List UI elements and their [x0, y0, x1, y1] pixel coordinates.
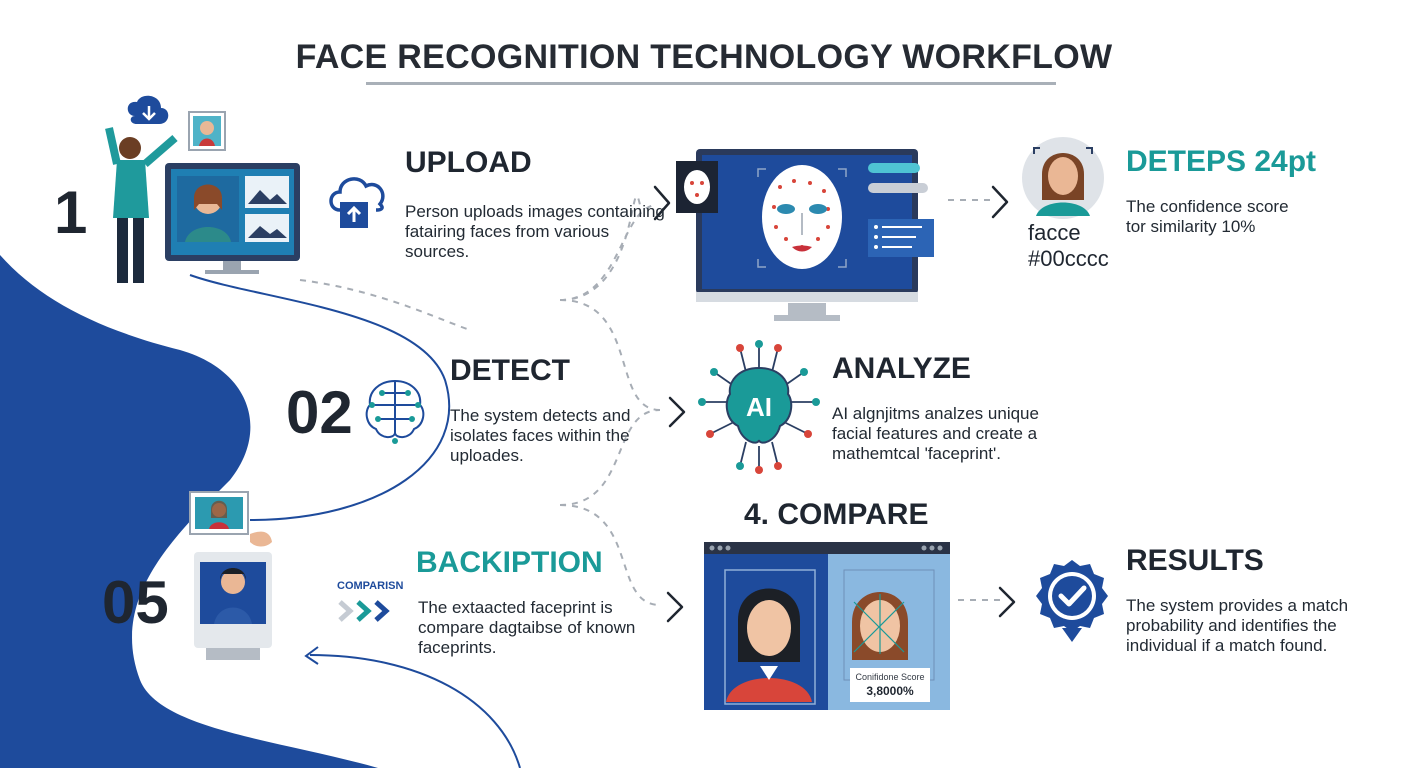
step-5-number: 05: [102, 569, 169, 636]
face-label-line-1: facce: [1028, 220, 1081, 245]
detect-desc-line-3: uploades.: [450, 446, 524, 465]
backiption-desc-line-2: compare dagtaibse of known: [418, 618, 636, 637]
upload-desc-line-1: Person uploads images containing: [405, 202, 665, 221]
deteps-description: The confidence score tor similarity 10%: [1126, 197, 1289, 237]
detect-desc-line-2: isolates faces within the: [450, 426, 630, 445]
cloud-upload-icon: [329, 177, 385, 228]
ai-chip-icon: [698, 340, 820, 474]
title-underline: [366, 82, 1056, 85]
upload-description: Person uploads images containing fatairi…: [405, 202, 665, 262]
upload-desc-line-2: fatairing faces from various: [405, 222, 610, 241]
upload-desc-line-3: sources.: [405, 242, 470, 261]
verified-badge-icon: [1036, 560, 1108, 642]
analyze-heading: ANALYZE: [832, 352, 971, 385]
results-desc-line-1: The system provides a match: [1126, 596, 1349, 615]
results-description: The system provides a match probability …: [1126, 596, 1348, 656]
analyze-desc-line-1: AI algnjitms analzes unique: [832, 404, 1039, 423]
analyze-description: AI algnjitms analzes unique facial featu…: [832, 404, 1039, 464]
analyze-desc-line-2: facial features and create a: [832, 424, 1038, 443]
deteps-desc-line-2: tor similarity 10%: [1126, 217, 1256, 236]
confidence-score-value: 3,8000%: [866, 684, 914, 698]
brain-network-icon: [365, 379, 425, 444]
step-2-number: 02: [286, 379, 353, 446]
chevron-arrows-icon: [338, 600, 390, 622]
compare-heading: 4. COMPARE: [744, 498, 929, 531]
detect-desc-line-1: The system detects and: [450, 406, 631, 425]
analyze-desc-line-3: mathemtcal 'faceprint'.: [832, 444, 1002, 463]
backiption-description: The extaacted faceprint is compare dagta…: [418, 598, 635, 658]
deteps-face-avatar: [1022, 137, 1104, 219]
face-mapping-monitor: [676, 149, 934, 321]
comparison-tag: COMPARISN: [337, 580, 404, 592]
deteps-desc-line-1: The confidence score: [1126, 197, 1289, 216]
detect-heading: DETECT: [450, 354, 570, 387]
results-desc-line-2: probability and identifies the: [1126, 616, 1337, 635]
confidence-score-label: Conifidone Score: [855, 672, 925, 682]
step-1-number: 1: [54, 179, 88, 246]
ai-chip-label: AI: [746, 392, 772, 422]
detect-description: The system detects and isolates faces wi…: [450, 406, 630, 466]
results-desc-line-3: individual if a match found.: [1126, 636, 1328, 655]
backiption-desc-line-3: faceprints.: [418, 638, 497, 657]
id-kiosk-illustration: [189, 491, 272, 660]
backiption-heading: BACKIPTION: [416, 546, 603, 579]
results-heading: RESULTS: [1126, 544, 1264, 577]
face-label-line-2: #00cccc: [1028, 246, 1109, 271]
upload-heading: UPLOAD: [405, 146, 532, 179]
person-uploading-illustration: [105, 95, 300, 283]
deteps-heading: DETEPS 24pt: [1126, 145, 1317, 178]
backiption-desc-line-1: The extaacted faceprint is: [418, 598, 613, 617]
compare-window: [704, 542, 950, 710]
page-title: FACE RECOGNITION TECHNOLOGY WORKFLOW: [295, 38, 1113, 76]
deteps-face-label: facce #00cccc: [1028, 220, 1109, 272]
